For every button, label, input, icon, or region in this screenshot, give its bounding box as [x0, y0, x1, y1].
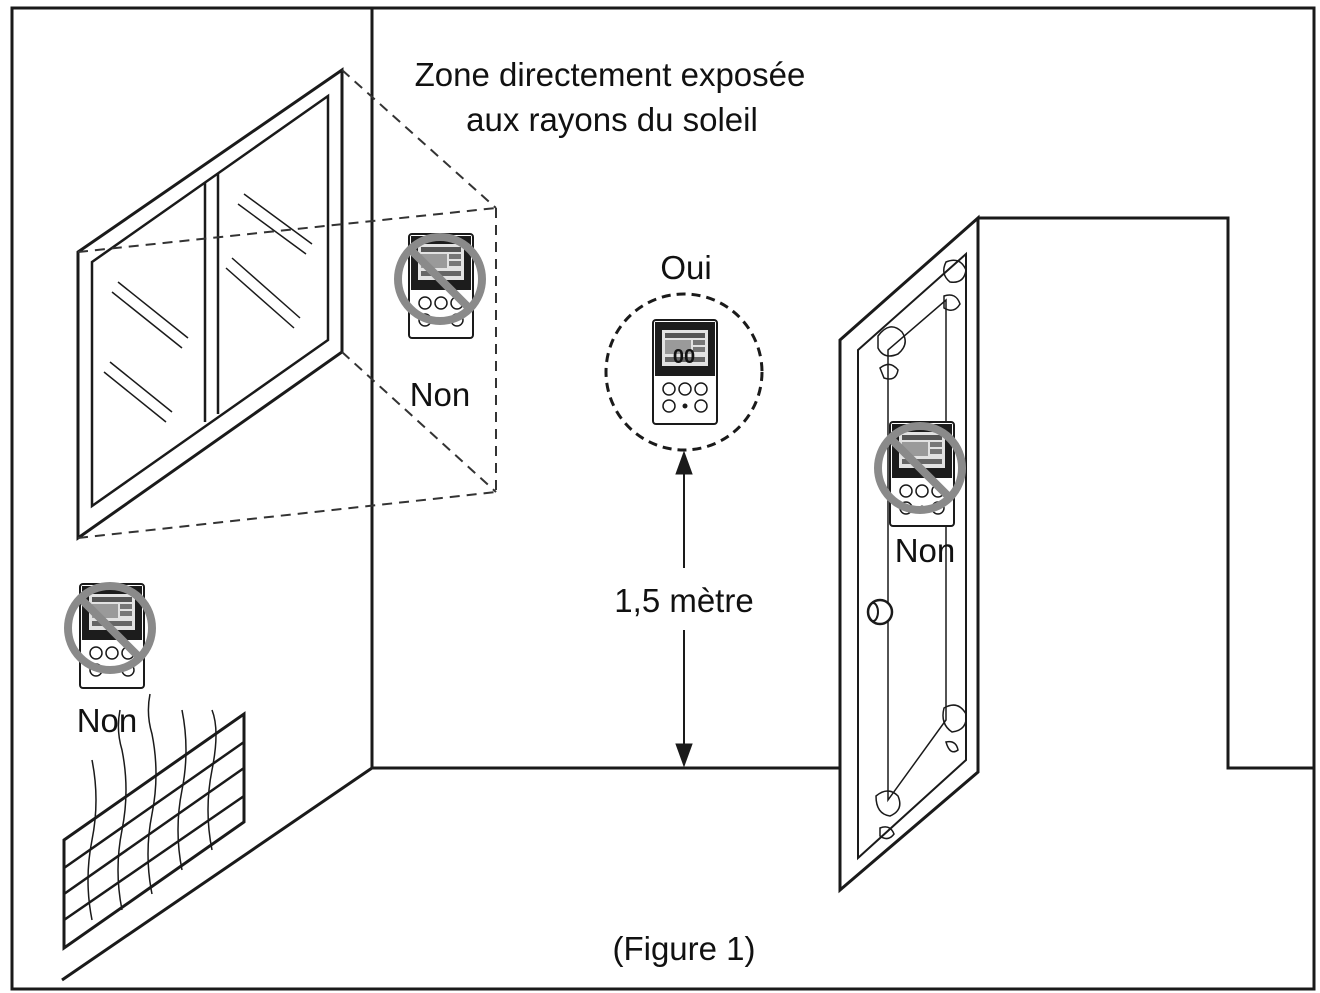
- sun-zone-label-line2: aux rayons du soleil: [466, 101, 758, 138]
- height-label: 1,5 mètre: [614, 582, 753, 619]
- no-label-radiator: Non: [77, 702, 138, 739]
- room-outline: [10, 6, 1316, 991]
- door: [838, 214, 980, 894]
- figure-caption: (Figure 1): [612, 930, 755, 967]
- sun-zone-label-line1: Zone directement exposée: [415, 56, 806, 93]
- thermostat-door-no: [878, 421, 962, 527]
- no-label-door: Non: [895, 532, 956, 569]
- thermostat-radiator-no: [68, 584, 152, 689]
- no-label-sun-zone: Non: [410, 376, 471, 413]
- ok-circle: [604, 292, 764, 452]
- sun-exposure-zone: [77, 69, 497, 539]
- window: [76, 67, 344, 541]
- thermostat-sun-zone-no: [398, 233, 482, 339]
- radiator: [62, 693, 246, 951]
- height-arrow: [675, 450, 693, 768]
- thermostat-correct-placement: 00: [604, 292, 764, 452]
- yes-label: Oui: [660, 249, 711, 286]
- thermostat-display-value: 00: [673, 346, 695, 368]
